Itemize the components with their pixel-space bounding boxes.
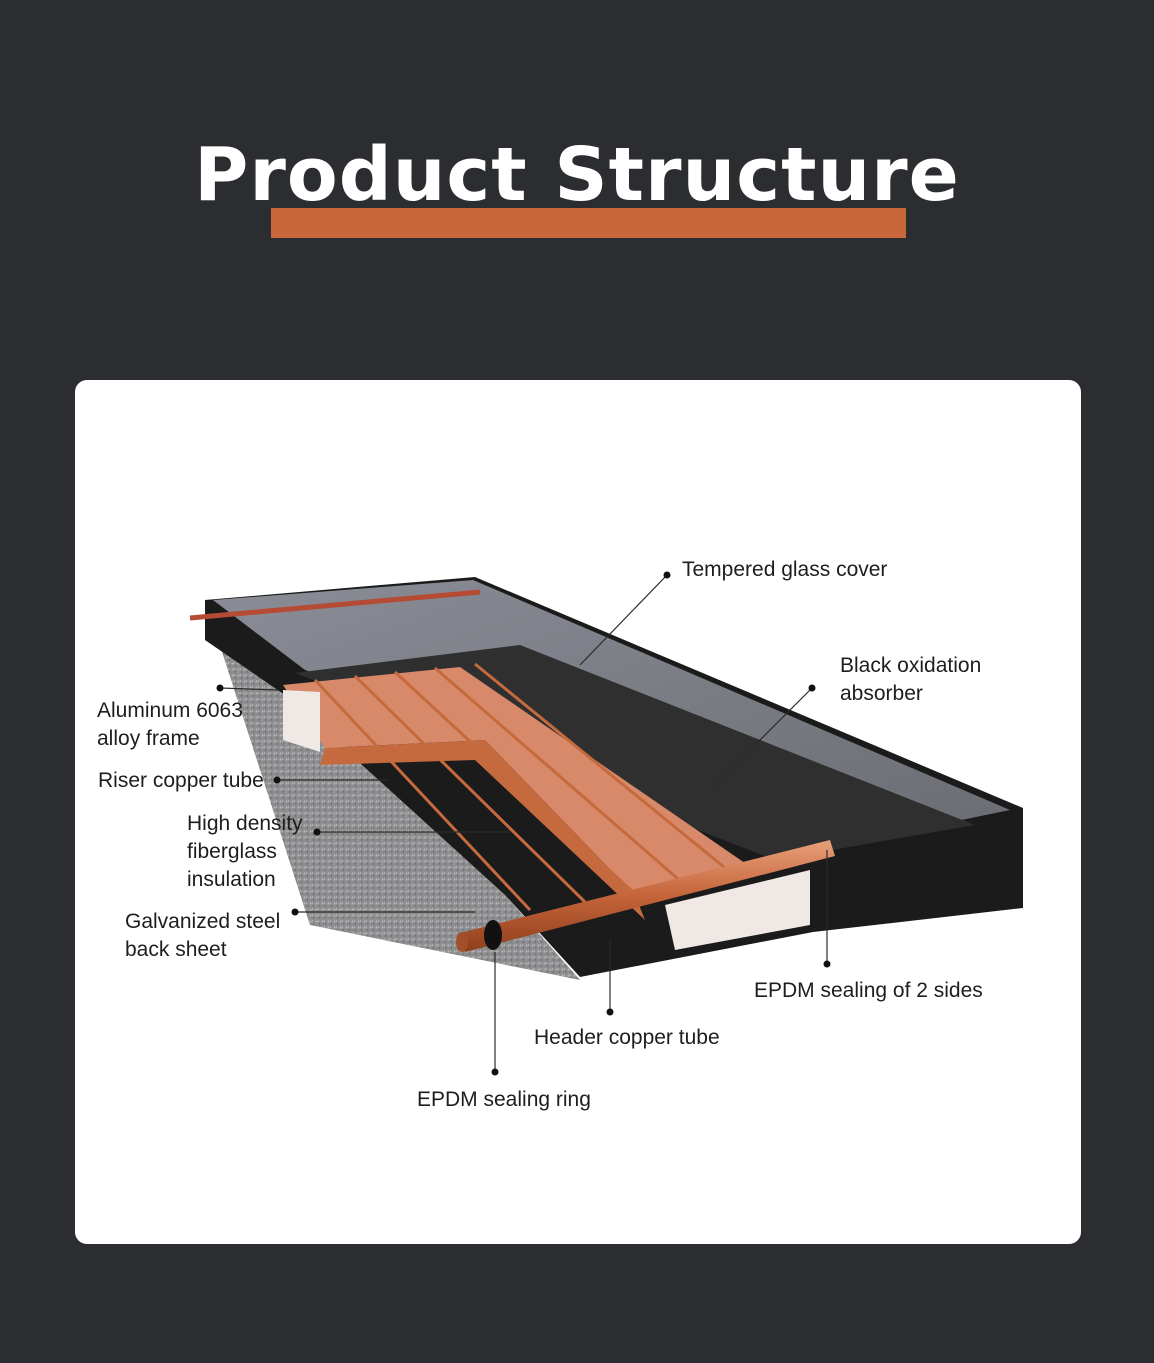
label-black-oxidation-absorber: Black oxidation absorber (840, 652, 981, 708)
label-aluminum-frame: Aluminum 6063 alloy frame (97, 697, 243, 753)
label-header-copper-tube: Header copper tube (534, 1024, 720, 1052)
label-tempered-glass-cover: Tempered glass cover (682, 556, 887, 584)
label-epdm-sealing-sides: EPDM sealing of 2 sides (754, 977, 983, 1005)
label-fiberglass-insulation: High density fiberglass insulation (187, 810, 303, 894)
diagram-card: Tempered glass cover Black oxidation abs… (75, 380, 1081, 1244)
label-riser-copper-tube: Riser copper tube (98, 767, 264, 795)
header-tube-end (456, 932, 468, 952)
title-area: Product Structure (0, 130, 1154, 220)
label-epdm-sealing-ring: EPDM sealing ring (417, 1086, 591, 1114)
page-title: Product Structure (190, 130, 964, 220)
label-galvanized-back-sheet: Galvanized steel back sheet (125, 908, 280, 964)
sealing-ring-shape (484, 920, 502, 950)
